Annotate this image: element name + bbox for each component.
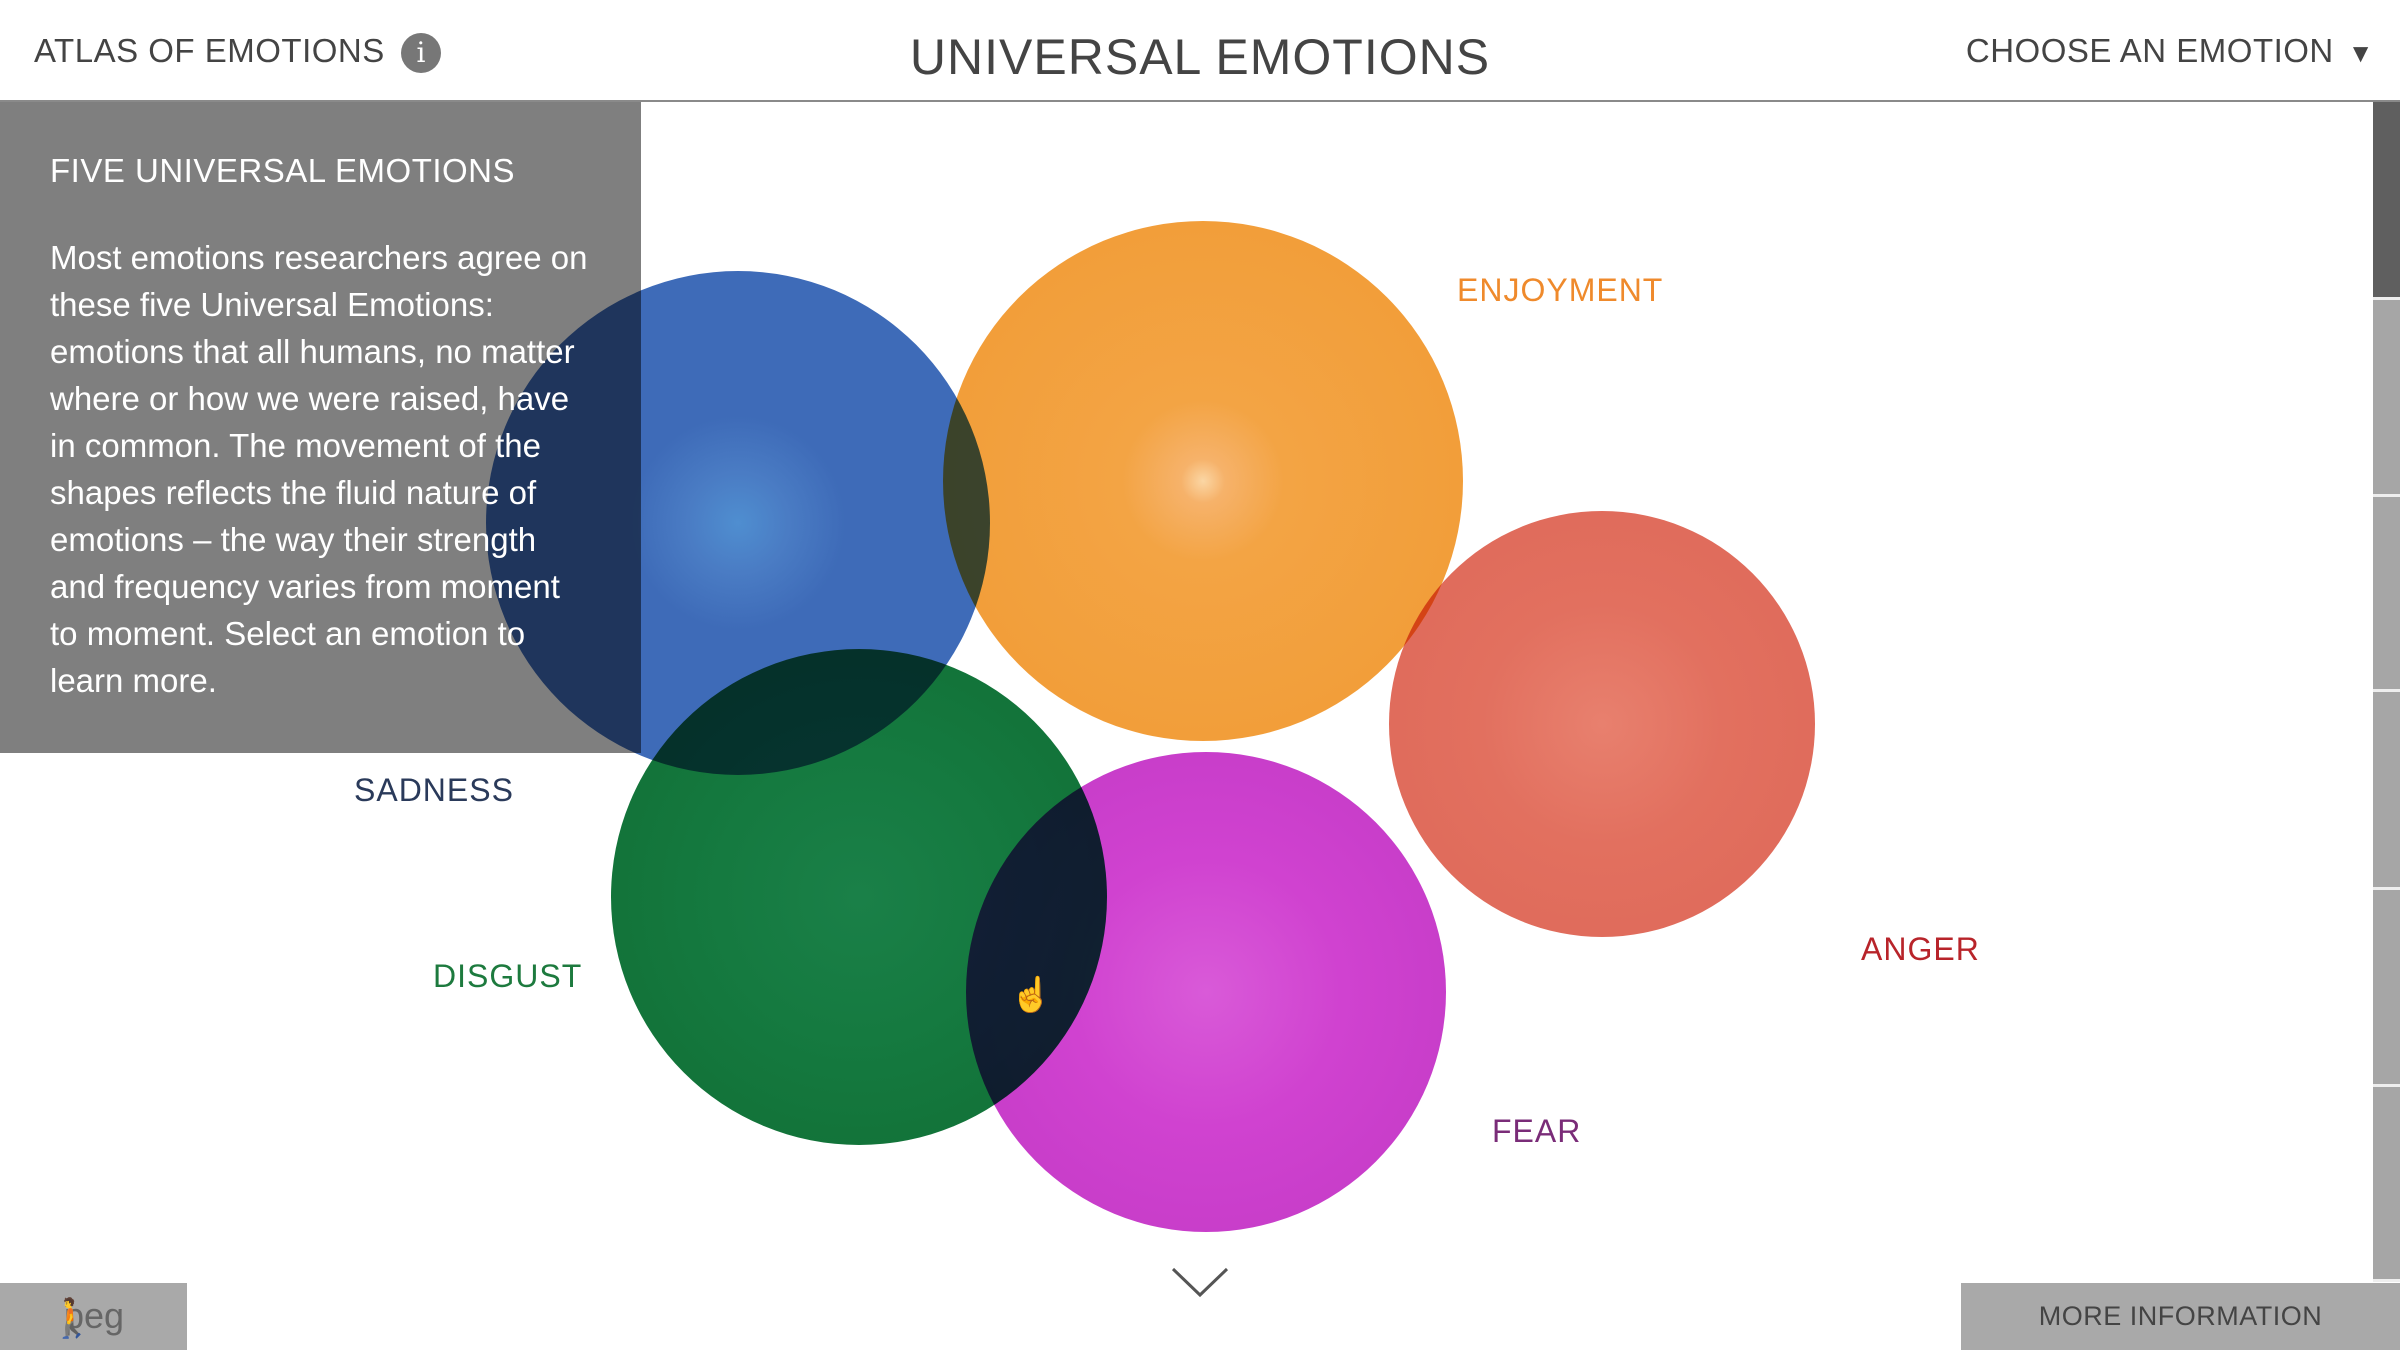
intro-panel: FIVE UNIVERSAL EMOTIONS Most emotions re… bbox=[0, 102, 641, 753]
section-nav-item[interactable] bbox=[2373, 692, 2400, 890]
section-nav-item[interactable] bbox=[2373, 890, 2400, 1087]
more-information-button[interactable]: MORE INFORMATION bbox=[1961, 1283, 2400, 1350]
choose-emotion-label: CHOOSE AN EMOTION bbox=[1965, 32, 2334, 69]
caret-down-icon: ▼ bbox=[2347, 38, 2374, 68]
hand-cursor-icon: ☝ bbox=[1010, 976, 1053, 1014]
info-icon[interactable]: i bbox=[401, 33, 441, 73]
label-sadness[interactable]: SADNESS bbox=[354, 772, 514, 808]
label-fear[interactable]: FEAR bbox=[1492, 1113, 1582, 1149]
section-nav-item[interactable] bbox=[2373, 102, 2400, 300]
section-nav-item[interactable] bbox=[2373, 497, 2400, 692]
brand-title[interactable]: ATLAS OF EMOTIONS bbox=[34, 32, 385, 69]
panel-title: FIVE UNIVERSAL EMOTIONS bbox=[50, 152, 516, 189]
label-anger[interactable]: ANGER bbox=[1861, 931, 1980, 967]
chevron-down-icon[interactable] bbox=[1170, 1265, 1230, 1301]
label-enjoyment[interactable]: ENJOYMENT bbox=[1457, 272, 1664, 308]
section-nav[interactable] bbox=[2373, 102, 2400, 1282]
enjoyment-circle[interactable] bbox=[943, 221, 1463, 741]
peg-logo[interactable]: 🚶peg bbox=[0, 1283, 187, 1350]
section-nav-item[interactable] bbox=[2373, 1087, 2400, 1282]
panel-body: Most emotions researchers agree on these… bbox=[50, 239, 588, 699]
walking-figure-icon: 🚶 bbox=[48, 1298, 96, 1340]
label-disgust[interactable]: DISGUST bbox=[433, 958, 583, 994]
fear-circle[interactable] bbox=[966, 752, 1446, 1232]
header: ATLAS OF EMOTIONS i UNIVERSAL EMOTIONS C… bbox=[0, 0, 2400, 102]
page-title: UNIVERSAL EMOTIONS bbox=[909, 29, 1491, 85]
choose-emotion-dropdown[interactable]: CHOOSE AN EMOTION ▼ bbox=[1966, 32, 2374, 70]
peg-text: peg bbox=[64, 1295, 125, 1336]
anger-circle[interactable] bbox=[1389, 511, 1815, 937]
section-nav-item[interactable] bbox=[2373, 300, 2400, 497]
